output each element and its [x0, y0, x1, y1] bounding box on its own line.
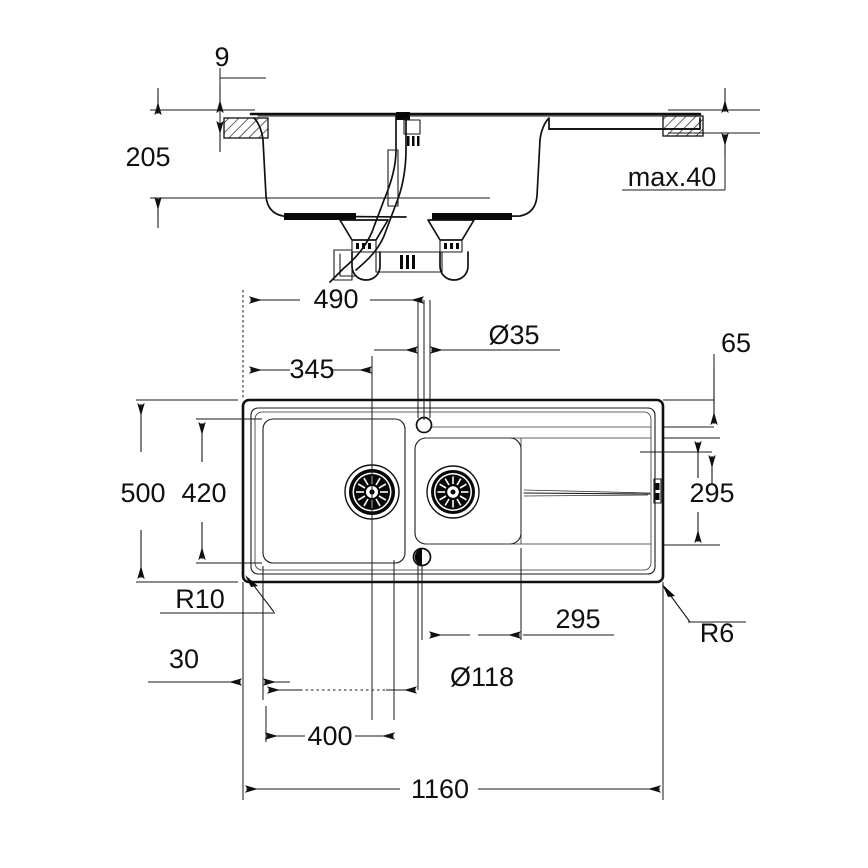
left-waste-collar	[351, 239, 377, 253]
dim-label-420: 420	[181, 478, 226, 508]
overflow-rod	[329, 115, 397, 283]
sink-rim-hairline	[254, 411, 652, 571]
right-bowl-bottom	[432, 213, 512, 220]
left-hatch-block	[223, 117, 269, 139]
dim-label-1160: 1160	[411, 774, 469, 804]
dim-1160: 1160	[244, 774, 662, 804]
dim-label-118: Ø118	[450, 662, 514, 692]
overflow-fitting	[403, 119, 421, 135]
dim-9: 9	[214, 42, 266, 152]
dim-30: 30	[148, 644, 290, 686]
right-drain-strainer	[426, 465, 480, 519]
right-waste-collar	[439, 239, 463, 253]
sink-outer-rim	[241, 398, 665, 584]
overflow-fitting-ribs	[407, 136, 420, 146]
dim-205: 205	[125, 88, 171, 228]
right-trap-bowl	[439, 251, 469, 281]
dim-420: 420	[181, 419, 262, 563]
dim-max40: max.40	[622, 88, 729, 192]
dim-label-400: 400	[307, 721, 352, 751]
dim-label-30: 30	[169, 644, 199, 674]
dim-label-490: 490	[313, 284, 358, 314]
left-bowl-profile	[253, 117, 407, 218]
right-edge-clip	[653, 478, 662, 504]
overflow-cap	[396, 112, 410, 120]
trap-outlet-body	[333, 249, 353, 281]
right-hatch-block	[662, 115, 704, 137]
dim-label-295-bottom: 295	[555, 604, 600, 634]
dim-118: Ø118	[266, 662, 514, 694]
plan-extension-lines	[242, 290, 664, 800]
trap-crossover-pipe	[375, 251, 443, 273]
dim-490: 490	[248, 284, 425, 314]
drainboard-groove	[523, 489, 651, 497]
dim-label-205: 205	[125, 142, 170, 172]
dim-295-bottom: 295	[428, 604, 614, 639]
dim-r10: R10	[160, 575, 275, 614]
right-collar-ribs	[444, 243, 459, 249]
overflow-hole	[412, 547, 432, 567]
plan-view: 490 345 Ø35 65 500	[120, 284, 751, 804]
right-bowl-profile	[433, 117, 701, 218]
trap-outlet-elbow	[339, 253, 357, 277]
dim-65: 65	[663, 328, 751, 427]
overflow-tube-segment	[387, 149, 399, 207]
drainboard-region	[424, 426, 651, 545]
dim-35: Ø35	[374, 320, 560, 354]
dim-label-r10: R10	[175, 584, 225, 614]
dim-label-65: 65	[721, 328, 751, 358]
dim-label-500: 500	[120, 478, 165, 508]
left-bowl-bottom	[284, 213, 356, 220]
dim-label-345: 345	[289, 354, 334, 384]
left-bowl	[262, 418, 406, 564]
sink-inner-rim	[250, 407, 656, 575]
dim-label-max40: max.40	[628, 162, 717, 192]
dim-500: 500	[120, 400, 238, 582]
dim-label-35: Ø35	[488, 320, 539, 350]
elevation-view: 9 205 max.40	[125, 42, 760, 283]
overflow-hose	[355, 115, 407, 271]
dim-400: 400	[264, 706, 396, 751]
dim-label-295-right: 295	[689, 478, 734, 508]
dim-label-r6: R6	[700, 618, 735, 648]
dim-r6: R6	[662, 584, 746, 648]
dim-295-right: 295	[640, 438, 735, 545]
dim-345: 345	[248, 354, 373, 384]
crossover-ribs	[400, 255, 415, 269]
dim-label-9: 9	[214, 42, 229, 72]
left-trap-bowl	[351, 251, 381, 281]
